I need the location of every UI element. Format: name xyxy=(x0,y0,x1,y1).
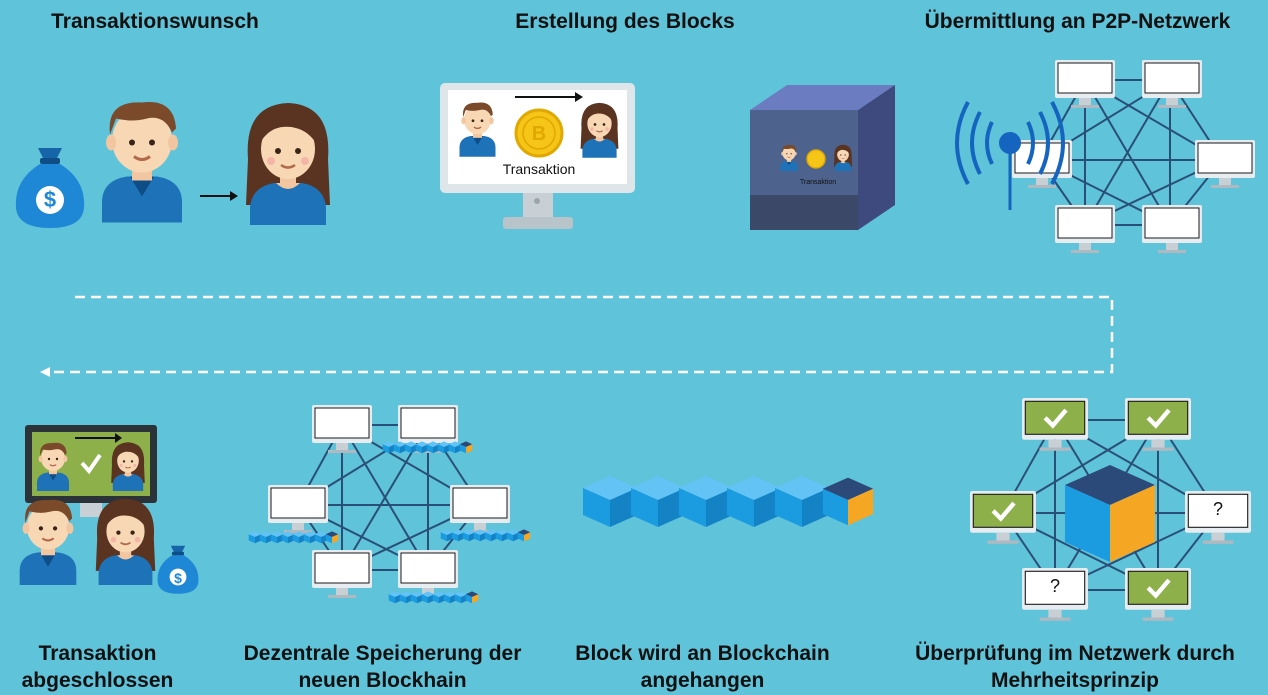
step-label-dezentrale-speicherung: Dezentrale Speicherung der neuen Blockha… xyxy=(243,642,522,692)
cube-label: Transaktion xyxy=(800,179,836,186)
completed-people xyxy=(18,497,199,594)
currency-symbol: $ xyxy=(44,187,56,212)
cube-icon xyxy=(750,85,895,230)
blockchain-icon xyxy=(583,476,874,527)
step-label-uebermittlung: Übermittlung an P2P-Netzwerk xyxy=(924,10,1231,33)
unverified-mark-2: ? xyxy=(1050,576,1060,596)
step-label-block-angehangen: Block wird an Blockchain angehangen xyxy=(575,642,830,692)
man-icon xyxy=(100,100,184,225)
coin-symbol: B xyxy=(532,123,546,145)
currency-symbol-small: $ xyxy=(174,570,182,586)
step-label-erstellung: Erstellung des Blocks xyxy=(515,10,735,33)
coin-icon xyxy=(514,108,564,158)
flow-arrow xyxy=(40,295,1114,377)
woman-icon xyxy=(244,101,332,225)
step-label-ueberpruefung: Überprüfung im Netzwerk durch Mehrheitsp… xyxy=(915,642,1235,692)
step-label-abgeschlossen: Transaktion abgeschlossen xyxy=(21,642,174,692)
verification-cube xyxy=(1065,465,1155,562)
step-label-transaktionswunsch: Transaktionswunsch xyxy=(51,10,259,33)
screen-label: Transaktion xyxy=(503,161,576,177)
completed-computer xyxy=(25,425,157,517)
antenna-icon xyxy=(955,101,1065,210)
unverified-mark-1: ? xyxy=(1213,499,1223,519)
arrow-icon xyxy=(200,191,238,201)
